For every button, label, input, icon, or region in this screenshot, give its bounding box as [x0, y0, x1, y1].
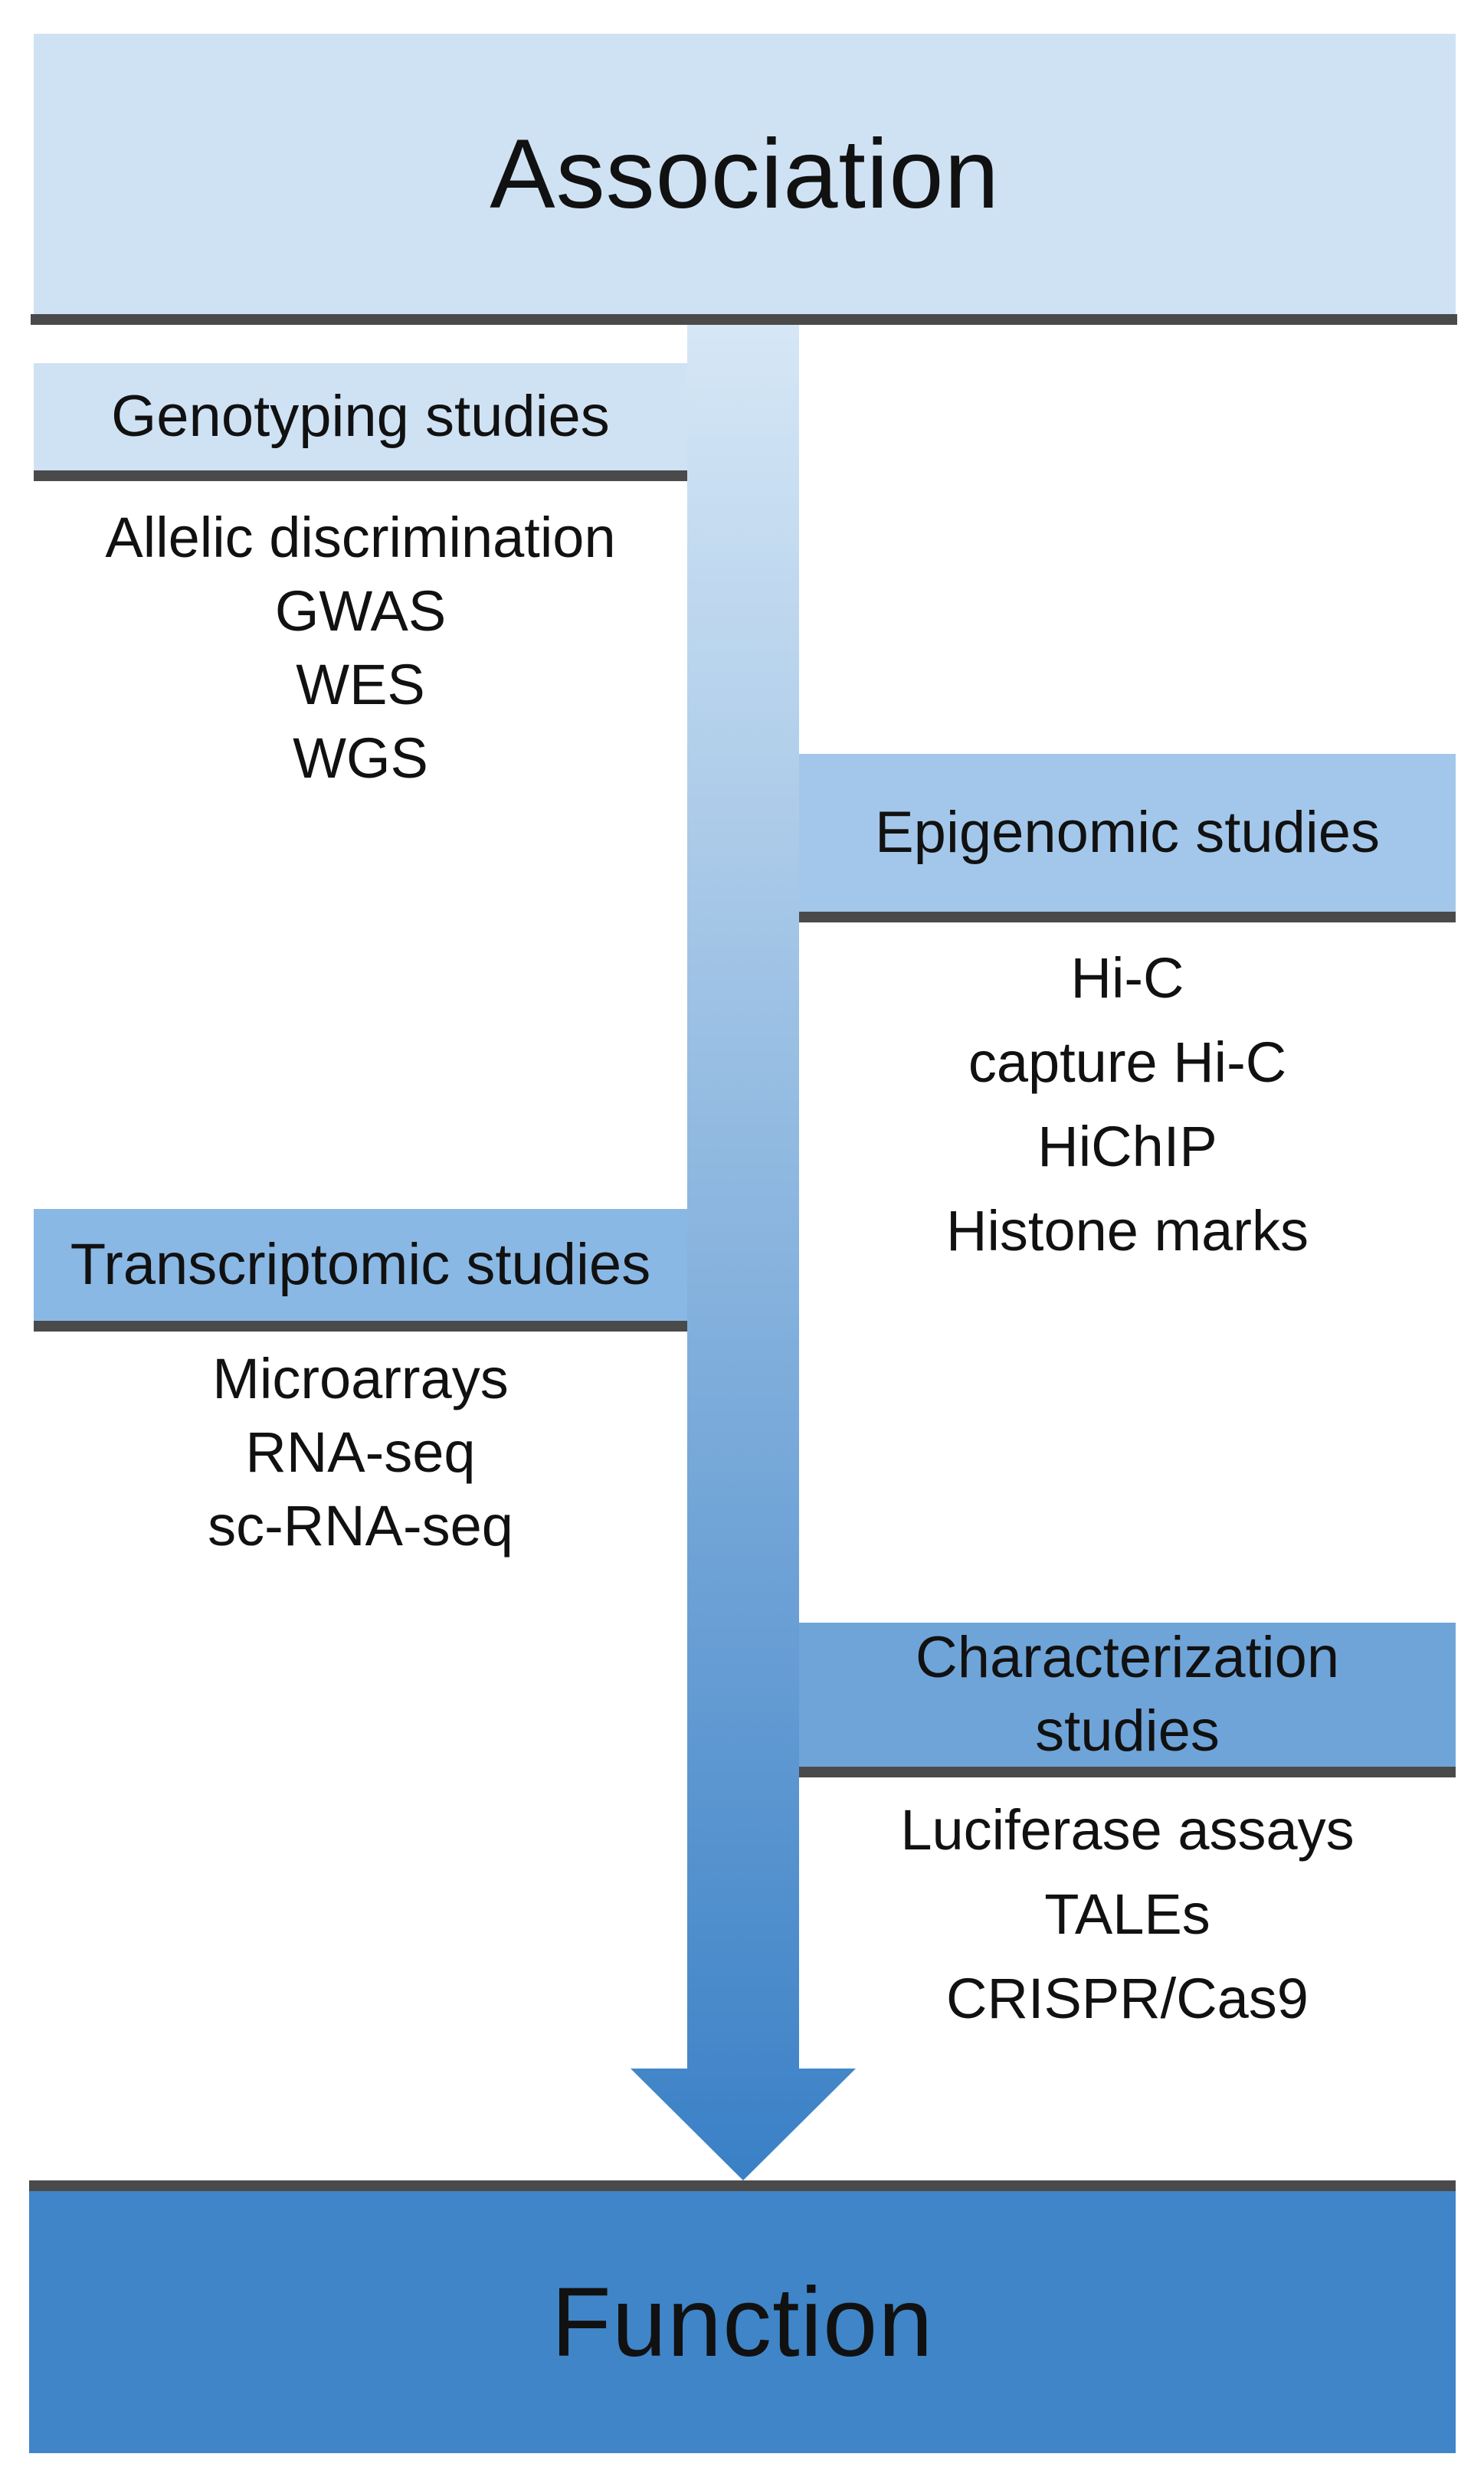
list-item: Luciferase assays [900, 1798, 1355, 1862]
characterization-header: Characterization studies [799, 1623, 1456, 1767]
list-item: WES [296, 653, 425, 716]
list-item: RNA-seq [245, 1420, 476, 1484]
list-item: Hi-C [1070, 946, 1184, 1010]
characterization-list: Luciferase assays TALEs CRISPR/Cas9 [799, 1788, 1456, 2041]
characterization-title: Characterization studies [915, 1625, 1340, 1764]
epigenomic-list: Hi-C capture Hi-C HiChIP Histone marks [799, 936, 1456, 1273]
list-item: HiChIP [1037, 1115, 1217, 1178]
list-item: Microarrays [212, 1347, 509, 1410]
epigenomic-title: Epigenomic studies [874, 800, 1381, 865]
list-item: sc-RNA-seq [208, 1494, 513, 1558]
genotyping-list: Allelic discrimination GWAS WES WGS [34, 501, 687, 795]
genotyping-header: Genotyping studies [34, 363, 687, 470]
flow-arrow-shape [631, 322, 856, 2180]
function-divider [29, 2180, 1456, 2191]
list-item: WGS [293, 726, 428, 790]
association-box: Association [34, 34, 1456, 314]
list-item: Histone marks [946, 1199, 1309, 1263]
list-item: GWAS [274, 579, 447, 643]
characterization-divider [799, 1767, 1456, 1777]
list-item: CRISPR/Cas9 [946, 1967, 1309, 2030]
association-divider [31, 314, 1457, 325]
list-item: TALEs [1044, 1882, 1210, 1946]
transcriptomic-title: Transcriptomic studies [70, 1232, 651, 1297]
association-label: Association [490, 119, 1000, 229]
function-label: Function [551, 2267, 934, 2377]
transcriptomic-divider [34, 1321, 687, 1332]
function-box: Function [29, 2191, 1456, 2453]
genotyping-divider [34, 470, 687, 481]
list-item: Allelic discrimination [105, 506, 616, 569]
epigenomic-divider [799, 912, 1456, 922]
epigenomic-header: Epigenomic studies [799, 754, 1456, 912]
genotyping-title: Genotyping studies [111, 384, 610, 449]
list-item: capture Hi-C [968, 1030, 1287, 1094]
transcriptomic-header: Transcriptomic studies [34, 1209, 687, 1321]
transcriptomic-list: Microarrays RNA-seq sc-RNA-seq [34, 1342, 687, 1563]
